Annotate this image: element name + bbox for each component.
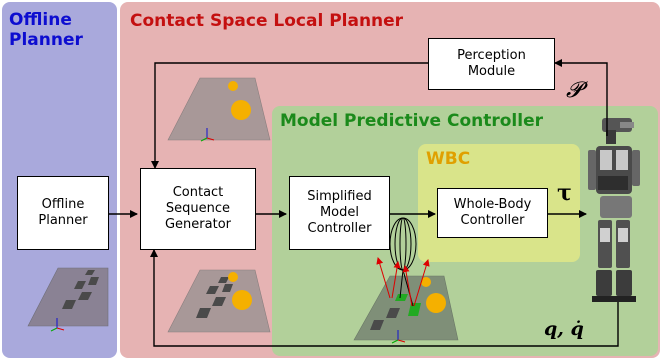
obstacle-icon-small-top <box>228 81 238 91</box>
offline-planner-line1: Offline <box>41 197 85 212</box>
offline-title-line2: Planner <box>9 30 83 50</box>
contact-sequence-line2: Sequence <box>165 201 231 216</box>
simplified-model-line2: Model <box>319 205 360 220</box>
perception-symbol: 𝓟 <box>566 78 582 103</box>
footstep-icon-bottom <box>196 277 233 318</box>
obstacle-icon-large-top <box>231 100 251 120</box>
wbc-title: WBC <box>426 149 471 169</box>
state-sep: , <box>557 318 564 340</box>
contact-sequence-line3: Generator <box>164 217 231 232</box>
arrow-state-feedback <box>150 249 619 347</box>
simplified-model-line1: Simplified <box>307 189 372 204</box>
perception-module-block[interactable]: Perception Module <box>428 38 555 90</box>
whole-body-controller-block[interactable]: Whole-Body Controller <box>437 188 548 238</box>
simplified-model-line3: Controller <box>307 221 372 236</box>
axes-icon-offline <box>50 318 65 332</box>
contact-sequence-line1: Contact <box>172 185 224 200</box>
state-q: q <box>544 318 558 340</box>
axes-icon-top <box>200 128 215 142</box>
offline-planner-block[interactable]: Offline Planner <box>17 176 109 250</box>
state-label: q, q̇ <box>544 318 584 340</box>
arrow-perception-to-contact <box>151 62 428 169</box>
offline-planner-line2: Planner <box>38 213 88 228</box>
contact-sequence-block[interactable]: Contact Sequence Generator <box>140 168 256 250</box>
connection-arrows <box>109 59 619 347</box>
whole-body-line1: Whole-Body <box>453 197 532 212</box>
robot-icon <box>588 118 640 302</box>
offline-region-title: Offline Planner <box>9 10 83 50</box>
axes-icon-mpc <box>391 330 406 344</box>
terrain-icon-mpc <box>353 217 459 344</box>
offline-title-line1: Offline <box>9 10 72 30</box>
terrain-icon-offline <box>27 267 109 332</box>
perception-line2: Module <box>467 64 516 79</box>
obstacle-icon-small-mpc <box>421 277 431 287</box>
obstacle-icon-small-bottom <box>228 272 238 282</box>
simplified-model-block[interactable]: Simplified Model Controller <box>289 176 390 250</box>
contact-space-title: Contact Space Local Planner <box>130 11 404 31</box>
mpc-title: Model Predictive Controller <box>280 111 543 131</box>
arrow-robot-to-perception <box>554 59 608 136</box>
terrain-icon-bottom <box>167 269 271 333</box>
torque-symbol: τ <box>557 180 572 206</box>
whole-body-line2: Controller <box>460 213 525 228</box>
footstep-icon-offline <box>62 270 99 309</box>
terrain-icon-top <box>167 77 271 142</box>
obstacle-icon-large-bottom <box>232 290 252 310</box>
state-qdot: q̇ <box>570 318 584 340</box>
perception-line1: Perception <box>457 48 526 63</box>
obstacle-icon-large-mpc <box>426 293 446 313</box>
